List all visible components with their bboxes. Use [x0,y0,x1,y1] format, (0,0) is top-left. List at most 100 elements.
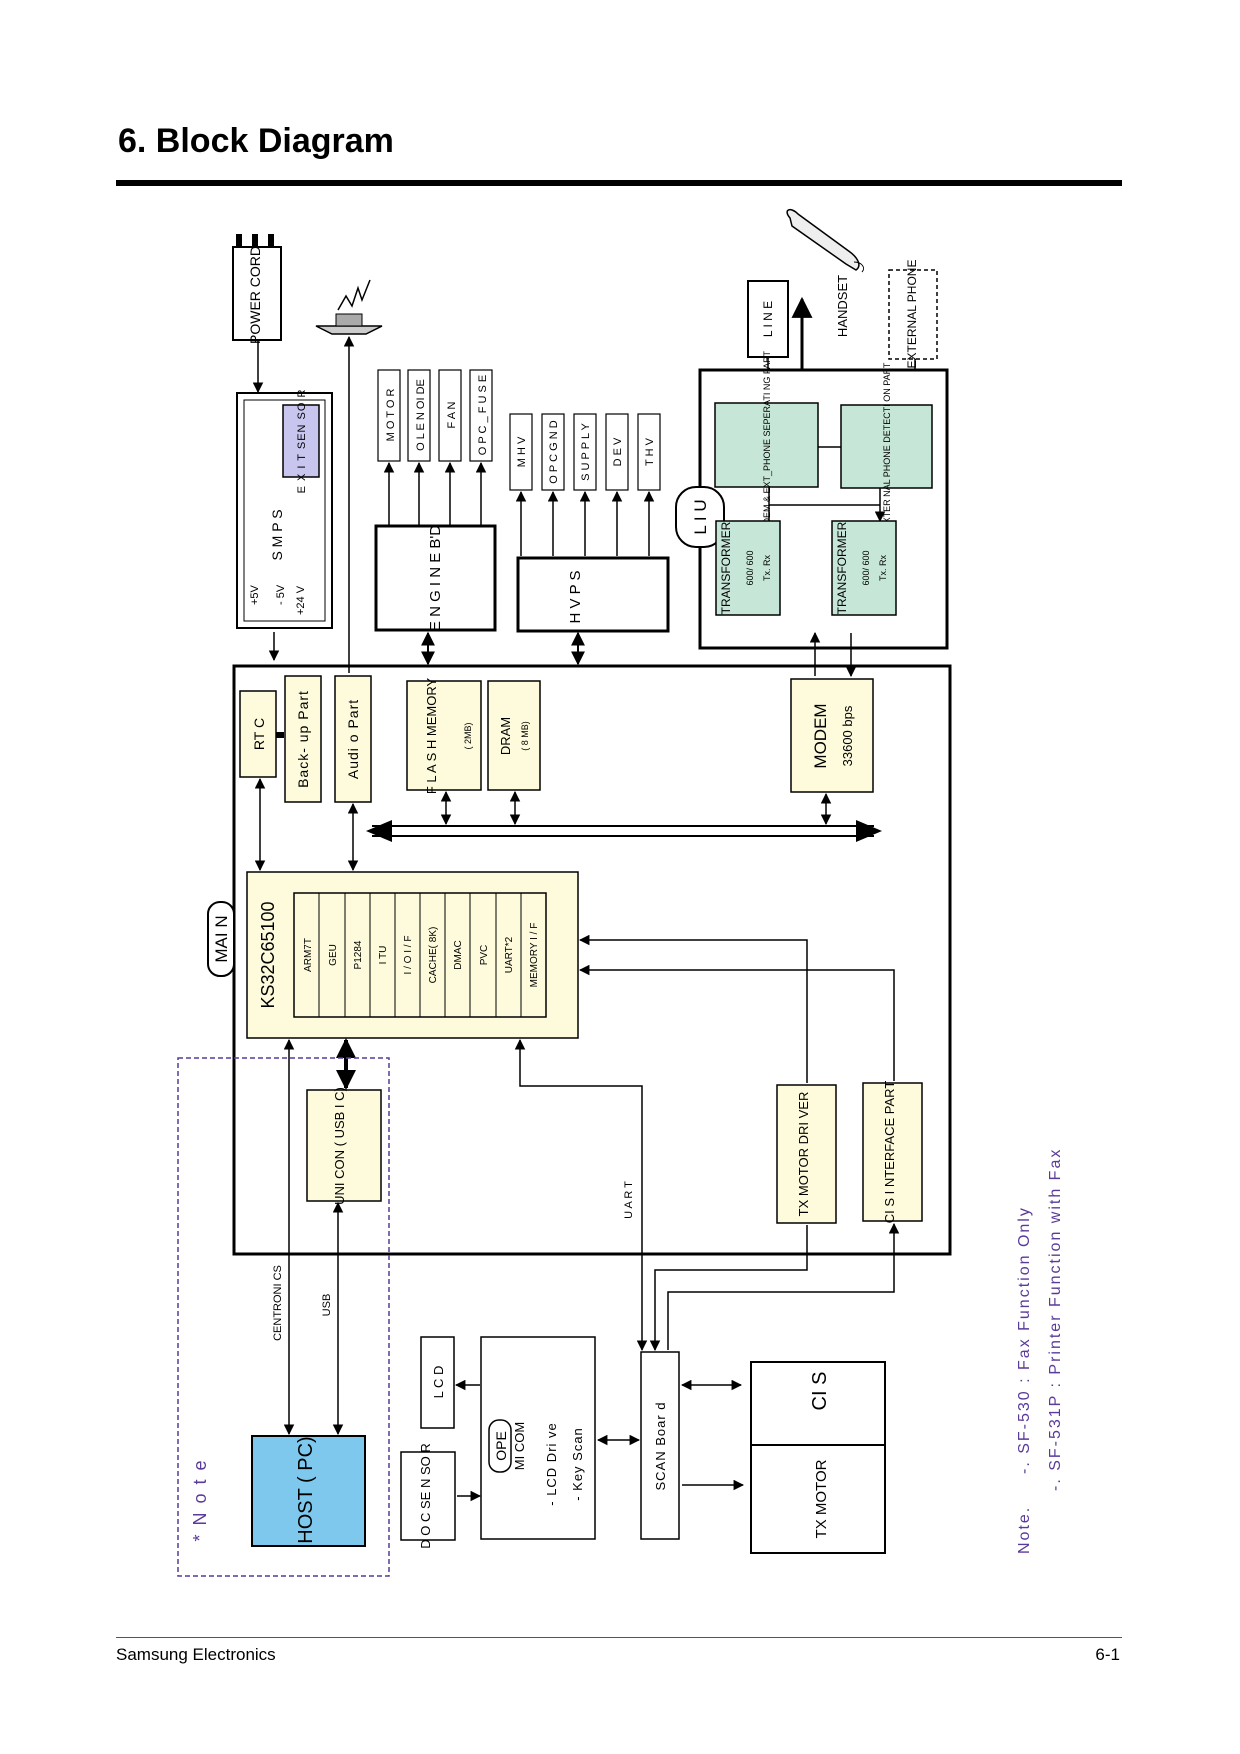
note-line-2: -. SF-531P : Printer Function with Fax [1047,1148,1064,1491]
thv-output-label: T H V [644,437,656,466]
rtc-block: RT C [239,690,277,778]
solenoid-output-label: O L E N OI DE [415,379,427,451]
modem-sep-label: MODEM & EXT_PHONE SEPERATI NG PART [762,350,772,539]
dram-block: DRAM ( 8 MB) [487,680,541,791]
note-line-1: -. SF-530 : Fax Function Only [1016,1206,1033,1474]
unicon-label: UNI CON ( USB I C) [332,1087,347,1205]
smps-block: E X I T SEN SO R S M P S +5V - 5V +24 V [236,389,333,629]
speaker-icon [315,279,383,335]
engine-board-block: E N G I N E B'D [374,524,497,632]
transformer-2-label: TRANSFORMER [835,521,849,614]
cis-interface-label: CI S I NTERFACE PART [882,1081,897,1224]
note-region [177,1057,390,1577]
transformer-2-txrx: Tx. Rx [878,555,888,581]
ext-detect-label: EXTER NAL PHONE DETECTI ON PART [882,362,892,529]
scan-board-block: SCAN Boar d [640,1351,680,1540]
supply-output-label: S U P P L Y [580,422,592,480]
flash-memory-label: F L A S H MEMORY [424,678,439,795]
lcd-block: L C D [420,1336,455,1429]
main-label-badge: MAI N [207,901,235,977]
key-scan-label: - Key Scan [570,1427,585,1501]
tx-motor-driver-label: TX MOTOR DRI VER [796,1092,811,1217]
dram-label: DRAM [498,717,513,755]
backup-block: Back- up Part [284,675,322,803]
external-phone-box: EXTERNAL PHONE [888,260,938,369]
unicon-block: UNI CON ( USB I C) [306,1087,382,1205]
hvps-outputs: M H V O P C G N D S U P P L Y D E V T H … [509,413,661,556]
ope-label: OPE [493,1431,509,1461]
modem-block: MODEM 33600 bps [790,678,874,793]
flash-memory-block: F L A S H MEMORY ( 2MB) [406,678,482,795]
tx-motor-label: TX MOTOR [813,1459,830,1538]
lcd-drive-label: - LCD Dri ve [544,1422,559,1506]
memory-bus [366,820,882,842]
smps-voltage-minus5v: - 5V [275,584,287,605]
external-phone-label: EXTERNAL PHONE [905,260,919,369]
dram-size: ( 8 MB) [520,721,530,751]
hvps-label: H V P S [567,570,584,623]
host-pc-block: HOST ( PC) [251,1435,366,1547]
main-label: MAI N [212,915,231,962]
engine-outputs: M O T O R O L E N OI DE F A N O P C _ F … [377,369,493,525]
hvps-block: H V P S [516,556,670,633]
mhv-output-label: M H V [516,436,528,467]
modem-label: MODEM [811,703,830,768]
host-pc-label: HOST ( PC) [295,1436,317,1543]
opc-gnd-output-label: O P C G N D [548,420,560,483]
line-label: L I N E [761,301,775,337]
soc-block-pvc: PVC [479,945,490,966]
handset-label: HANDSET [835,275,850,337]
micom-label: MI COM [512,1422,527,1470]
footer-rule [116,1637,1122,1638]
soc-block-itu: I TU [378,946,389,965]
power-cord: POWER CORD [232,234,282,344]
soc-block-dmac: DMAC [453,940,464,969]
cis-interface-block: CI S I NTERFACE PART [862,1081,923,1224]
smps-voltage-5v: +5V [249,584,261,605]
soc-block-uart: UART*2 [504,936,515,973]
opc-fuse-output-label: O P C _ F U S E [477,375,489,456]
transformer-1-ratio: 600/ 600 [745,550,755,585]
fan-output-label: F A N [446,401,458,428]
tx-motor-block: TX MOTOR [750,1444,886,1554]
soc-block: KS32C65100 ARM7T GEU P1284 I TU I / O I … [246,871,579,1039]
soc-block-arm7t: ARM7T [303,938,314,972]
title-rule [116,180,1122,186]
flash-memory-size: ( 2MB) [463,722,473,749]
backup-label: Back- up Part [295,690,311,788]
tx-motor-driver-block: TX MOTOR DRI VER [776,1084,837,1224]
doc-sensor-block: D O C SE N SO R [400,1443,456,1549]
cis-label: CI S [809,1372,831,1411]
note-star-label: * N o t e [190,1458,210,1541]
liu-label: L I U [691,499,710,534]
line-box: L I N E [747,280,789,358]
dev-output-label: D E V [612,437,624,466]
page-title: 6. Block Diagram [118,122,394,160]
soc-block-memory-if: MEMORY I / F [529,923,540,988]
audio-label: Audi o Part [345,699,361,779]
footer-page-number: 6-1 [1095,1645,1120,1664]
soc-block-geu: GEU [328,944,339,966]
soc-block-io-if: I / O I / F [403,936,414,975]
handset-icon [786,208,865,273]
transformer-1-txrx: Tx. Rx [762,555,772,581]
audio-block: Audi o Part [334,675,372,803]
motor-output-label: M O T O R [385,389,397,442]
smps-label: S M P S [269,509,285,560]
transformer-2-ratio: 600/ 600 [861,550,871,585]
ope-micom-block: OPE MI COM - LCD Dri ve - Key Scan [480,1336,596,1540]
note-title: Note. [1016,1506,1033,1554]
modem-speed: 33600 bps [840,705,855,766]
power-cord-label: POWER CORD [247,246,263,344]
uart-label: U A R T [623,1181,635,1219]
engine-board-label: E N G I N E B'D [427,525,444,631]
cis-block: CI S [750,1361,886,1453]
liu-block: L I U MODEM & EXT_PHONE SEPERATI NG PART… [675,350,949,650]
exit-sensor-label: E X I T SEN SO R [296,389,308,494]
rtc-label: RT C [251,718,267,750]
doc-sensor-label: D O C SE N SO R [418,1443,433,1548]
lcd-label: L C D [431,1366,446,1399]
centronics-label: CENTRONI CS [272,1265,284,1341]
soc-block-cache: CACHE( 8K) [428,927,439,984]
